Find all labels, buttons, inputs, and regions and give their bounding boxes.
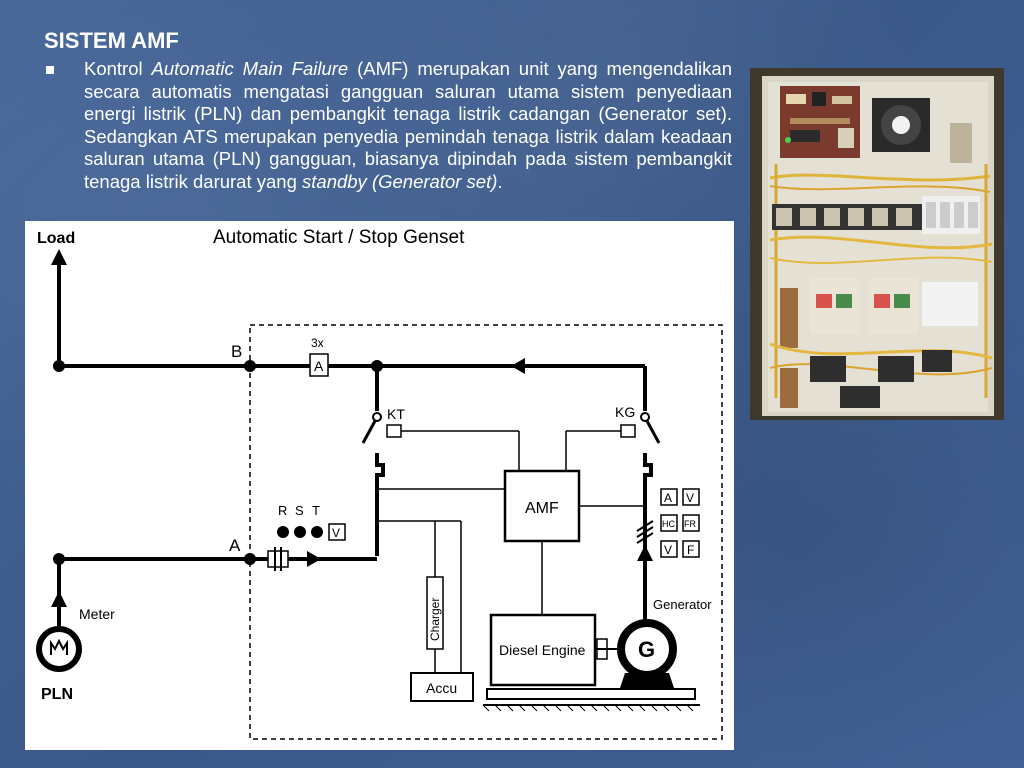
pln-source-icon (36, 626, 82, 672)
accu-label: Accu (426, 680, 457, 696)
kg-label: KG (615, 404, 635, 420)
gauge-6: F (687, 543, 694, 557)
bullet-text-part3: . (497, 170, 503, 192)
kt-coil (386, 424, 402, 438)
kg-switch (645, 420, 661, 444)
t-lamp-icon (311, 526, 323, 538)
meter-label: Meter (79, 606, 115, 622)
bullet-paragraph: Kontrol Automatic Main Failure (AMF) mer… (46, 58, 732, 193)
diesel-engine-box (489, 613, 597, 687)
engine-base (486, 688, 696, 700)
schematic-svg: Load Automatic Start / Stop Genset B 3x … (36, 227, 723, 740)
r-label: R (278, 503, 287, 518)
ammeter-label: A (314, 358, 324, 374)
amf-panel-photo (750, 68, 1004, 420)
load-arrow-icon (51, 249, 67, 265)
bullet-text-part2: (AMF) merupakan unit yang mengendalikan … (84, 58, 732, 192)
s-label: S (295, 503, 304, 518)
amf-label: AMF (525, 500, 559, 517)
gen-flow-arrow-icon (637, 545, 653, 561)
bullet-text: Kontrol Automatic Main Failure (AMF) mer… (84, 58, 732, 193)
s-lamp-icon (294, 526, 306, 538)
bullet-square-icon (46, 66, 54, 74)
generator-symbol-label: G (638, 637, 655, 662)
kt-label: KT (387, 406, 405, 422)
pln-label: PLN (41, 686, 73, 703)
gauge-2: V (686, 491, 694, 505)
charger-label: Charger (428, 598, 442, 641)
ammeter-count-label: 3x (311, 336, 324, 350)
bullet-text-part1: Kontrol (84, 58, 152, 79)
amf-schematic-diagram: Load Automatic Start / Stop Genset B 3x … (25, 221, 734, 750)
generator-label: Generator (653, 597, 712, 612)
r-lamp-icon (277, 526, 289, 538)
meter-arrow-icon (51, 591, 67, 607)
gauge-1: A (664, 491, 672, 505)
slide-title: SISTEM AMF (44, 28, 179, 53)
load-label: Load (37, 230, 75, 247)
gauge-4: FR (684, 519, 696, 529)
panel-illustration (750, 68, 1004, 420)
voltmeter-label: V (332, 526, 340, 540)
node-b-label: B (231, 342, 242, 361)
ammeter-box (309, 353, 329, 377)
bullet-text-italic1: Automatic Main Failure (151, 58, 349, 79)
bullet-text-italic2: standby (Generator set) (302, 170, 498, 192)
pln-flow-arrow-icon (307, 551, 321, 567)
kg-coil (620, 424, 636, 438)
generator-gauges: A V HC FR V F (660, 488, 700, 558)
flow-arrow-icon (511, 358, 525, 374)
diagram-title: Automatic Start / Stop Genset (213, 227, 465, 248)
accu-box (410, 672, 474, 702)
amf-cabinet-boundary (249, 324, 723, 740)
gauge-3: HC (662, 519, 675, 529)
t-label: T (312, 503, 320, 518)
node-a-label: A (229, 536, 241, 555)
pln-switch-box (267, 550, 289, 568)
diesel-engine-label: Diesel Engine (499, 642, 586, 658)
kt-switch (361, 420, 377, 444)
gauge-5: V (664, 543, 672, 557)
voltmeter-box (328, 523, 346, 541)
